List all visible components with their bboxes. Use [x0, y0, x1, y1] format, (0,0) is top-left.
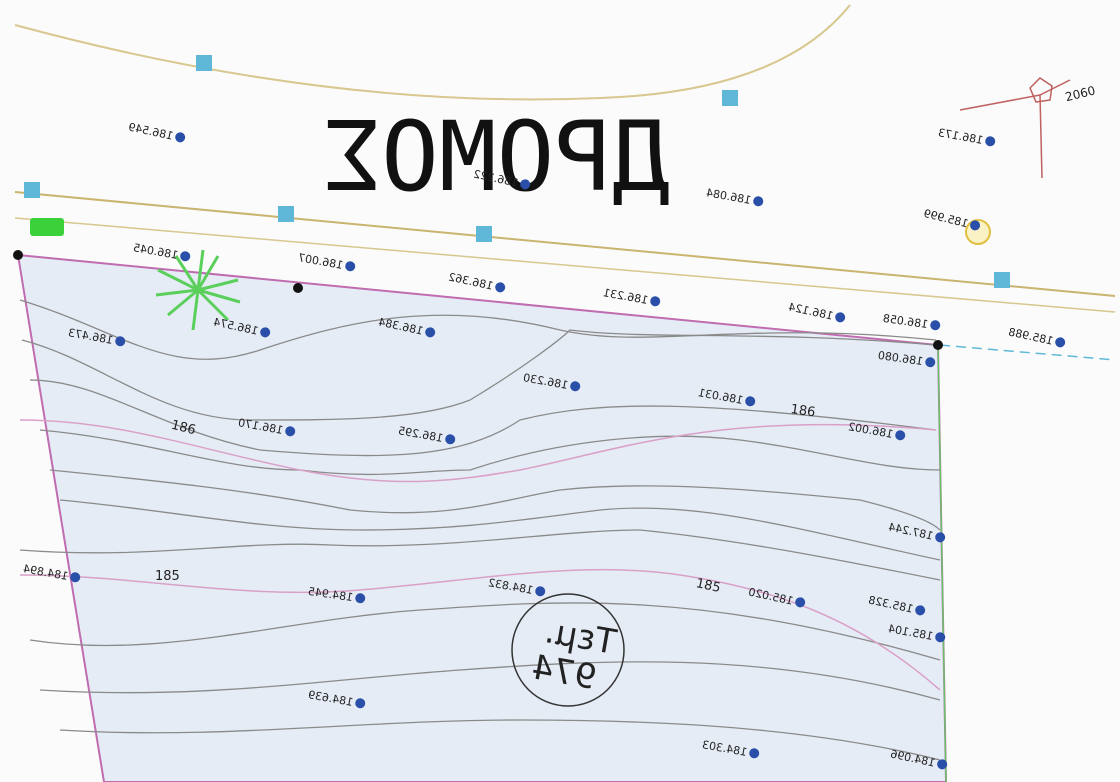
benchmark-icon [285, 426, 296, 437]
spot-elevation: 186.080 [877, 349, 936, 368]
benchmark-icon [895, 430, 906, 441]
spot-elevation: 186.007 [297, 251, 356, 272]
elevation-value: 184.894 [22, 562, 69, 583]
spot-elevation: 186.058 [882, 312, 941, 331]
benchmark-icon [495, 282, 506, 293]
green-marker [30, 218, 64, 236]
benchmark-icon [795, 597, 806, 608]
elevation-value: 186.058 [882, 312, 929, 331]
benchmark-icon [925, 357, 936, 368]
parcel-green-edge [937, 344, 947, 782]
spot-elevation: 186.231 [602, 286, 661, 307]
benchmark-icon [985, 136, 996, 147]
benchmark-icon [115, 336, 126, 347]
benchmark-icon [180, 251, 191, 262]
elevation-value: 186.362 [447, 270, 494, 292]
elevation-value: 185.988 [1007, 325, 1054, 347]
road-markers [24, 55, 1010, 288]
benchmark-icon [930, 320, 941, 331]
spot-elevation: 185.999 [922, 207, 981, 231]
index-contours [19, 419, 941, 691]
road-boundary-line [939, 344, 1116, 361]
spot-elevation: 186.362 [447, 270, 506, 293]
benchmark-icon [355, 593, 366, 604]
benchmark-icon [535, 586, 546, 597]
contour-label: 185 [694, 576, 721, 596]
spot-elevation: 186.045 [132, 241, 191, 262]
benchmark-icon [937, 759, 948, 770]
benchmark-icon [650, 296, 661, 307]
benchmark-icon [749, 748, 760, 759]
contour-label: 185 [155, 569, 180, 584]
elevation-value: 186.549 [127, 120, 174, 142]
road-curve [14, 4, 851, 101]
benchmark-icon [745, 396, 756, 407]
benchmark-icon [445, 434, 456, 445]
benchmark-icon [935, 632, 946, 643]
elevation-value: 186.084 [705, 186, 752, 207]
spot-elevation: 185.988 [1007, 325, 1066, 348]
benchmark-icon [260, 327, 271, 338]
parcel-polygon[interactable] [16, 253, 948, 782]
spot-elevation: 186.124 [787, 300, 846, 323]
benchmark-icon [355, 698, 366, 709]
elevation-value: 186.173 [937, 126, 984, 147]
parcel-vertices[interactable] [13, 250, 943, 350]
benchmark-icon [1055, 337, 1066, 348]
contour-label: 186 [790, 402, 817, 420]
benchmark-icon [520, 179, 531, 190]
benchmark-icon [970, 220, 981, 231]
elevation-value: 185.999 [922, 207, 969, 231]
marker-number: 2060 [1064, 83, 1097, 104]
elevation-value: 186.045 [132, 241, 179, 262]
benchmark-icon [915, 605, 926, 616]
spot-elevation: 186.084 [705, 186, 764, 207]
benchmark-icon [935, 532, 946, 543]
benchmark-icon [753, 196, 764, 207]
benchmark-icon [425, 327, 436, 338]
survey-marker-icon: 2060 [959, 77, 1097, 179]
benchmark-icon [835, 312, 846, 323]
benchmark-icon [570, 381, 581, 392]
elevation-value: 184.945 [307, 585, 354, 604]
road-edge-upper [14, 191, 1116, 297]
benchmark-icon [345, 261, 356, 272]
benchmark-icon [175, 132, 186, 143]
spot-elevation: 186.549 [127, 120, 186, 143]
road-edge-lower [14, 217, 1116, 313]
spot-elevation: 184.945 [307, 585, 366, 604]
tree-icon [155, 249, 241, 331]
road-name: ДРОМОΣ [323, 101, 670, 213]
contour-lines [19, 299, 941, 761]
contour-label: 186 [169, 418, 197, 439]
elevation-value: 186.007 [297, 251, 344, 272]
elevation-value: 186.231 [602, 286, 649, 307]
benchmark-icon [70, 572, 81, 583]
parcel-label-circle [511, 593, 625, 707]
elevation-value: 186.124 [787, 300, 834, 322]
elevation-value: 186.080 [877, 349, 924, 368]
spot-elevation: 186.173 [937, 126, 996, 147]
